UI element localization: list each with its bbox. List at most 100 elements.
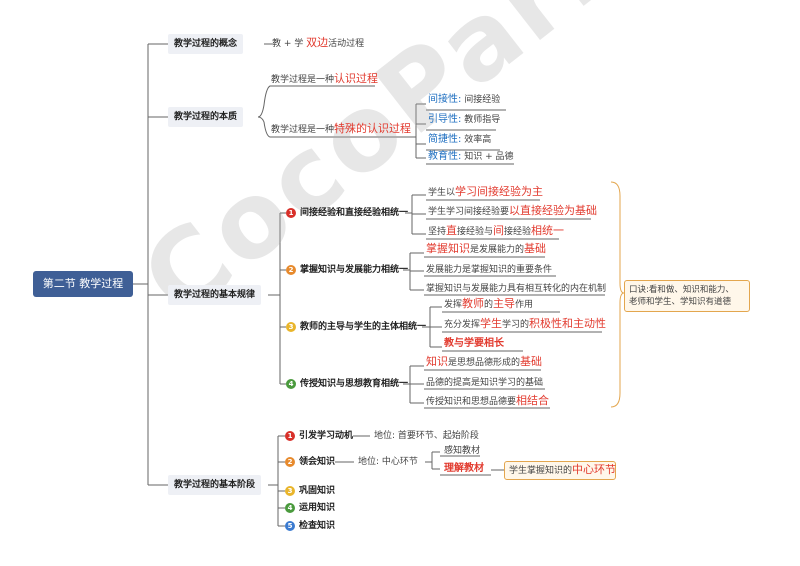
law-4-line-3: 传授知识和思想品德要相结合 bbox=[426, 395, 549, 408]
trait-educational-name: 教育性: bbox=[428, 151, 462, 162]
trait-indirect-name: 间接性: bbox=[428, 94, 462, 105]
stage-3-node[interactable]: 3 巩固知识 bbox=[285, 485, 335, 497]
law-3-line-3: 教与学要相长 bbox=[444, 338, 504, 349]
number-badge-icon: 3 bbox=[285, 485, 295, 496]
trait-educational-desc: 知识 + 品德 bbox=[464, 152, 514, 162]
law-1-line-3-e: 接经验 bbox=[504, 227, 532, 237]
law-4-node[interactable]: 4 传授知识与思想教育相统一 bbox=[286, 378, 408, 390]
essence-item-2-prefix: 教学过程是一种 bbox=[271, 125, 335, 135]
concept-highlight: 双边 bbox=[306, 36, 329, 49]
stage-3-title: 巩固知识 bbox=[299, 486, 336, 496]
law-2-line-1-b: 是发展能力的 bbox=[470, 245, 525, 255]
law-2-line-1: 掌握知识是发展能力的基础 bbox=[426, 243, 546, 256]
stage-2-callout-a: 学生掌握知识的 bbox=[509, 466, 573, 476]
law-1-line-1: 学生以学习间接经验为主 bbox=[428, 186, 543, 199]
stage-5-node[interactable]: 5 检查知识 bbox=[285, 520, 335, 532]
law-4-line-3-b: 相结合 bbox=[516, 394, 550, 407]
trait-simplicity-name: 简捷性: bbox=[428, 134, 462, 145]
concept-node[interactable]: 教学过程的概念 bbox=[168, 34, 244, 54]
law-4-line-1-b: 是思想品德形成的 bbox=[448, 358, 521, 368]
stage-5-title: 检查知识 bbox=[299, 521, 336, 531]
law-4-title: 传授知识与思想教育相统一 bbox=[300, 379, 409, 389]
law-3-line-1: 发挥教师的主导作用 bbox=[444, 298, 533, 311]
law-3-title: 教师的主导与学生的主体相统一 bbox=[300, 322, 427, 332]
essence-item-2: 教学过程是一种特殊的认识过程 bbox=[271, 123, 411, 136]
essence-item-1: 教学过程是一种认识过程 bbox=[271, 73, 378, 86]
law-1-line-2-a: 学生学习间接经验要 bbox=[428, 207, 510, 217]
stage-2-node[interactable]: 2 领会知识 bbox=[285, 456, 335, 468]
number-badge-icon: 2 bbox=[285, 456, 295, 467]
law-2-line-1-a: 掌握知识 bbox=[426, 242, 470, 255]
law-3-line-1-b: 教师 bbox=[462, 297, 485, 310]
laws-node[interactable]: 教学过程的基本规律 bbox=[168, 285, 262, 305]
stage-2-note: 地位: 中心环节 bbox=[358, 457, 418, 467]
essence-item-1-prefix: 教学过程是一种 bbox=[271, 75, 335, 85]
law-3-line-1-e: 作用 bbox=[515, 300, 534, 310]
law-2-node[interactable]: 2 掌握知识与发展能力相统一 bbox=[286, 264, 408, 276]
root-node[interactable]: 第二节 教学过程 bbox=[33, 271, 133, 297]
number-badge-icon: 5 bbox=[285, 520, 295, 531]
law-1-line-3-c: 接经验与 bbox=[457, 227, 494, 237]
trait-simplicity-desc: 效率高 bbox=[464, 135, 492, 145]
law-1-line-2-b: 以直接经验为基础 bbox=[509, 204, 598, 217]
number-badge-icon: 2 bbox=[286, 264, 296, 275]
essence-node[interactable]: 教学过程的本质 bbox=[168, 107, 244, 127]
number-badge-icon: 1 bbox=[286, 207, 296, 218]
trait-simplicity: 简捷性: 效率高 bbox=[428, 134, 491, 146]
law-3-line-2-b: 学生 bbox=[480, 317, 503, 330]
law-3-line-1-c: 的 bbox=[484, 300, 494, 310]
stages-node[interactable]: 教学过程的基本阶段 bbox=[168, 475, 262, 495]
trait-indirect-desc: 间接经验 bbox=[464, 95, 501, 105]
trait-indirect: 间接性: 间接经验 bbox=[428, 94, 500, 106]
number-badge-icon: 3 bbox=[286, 321, 296, 332]
law-3-node[interactable]: 3 教师的主导与学生的主体相统一 bbox=[286, 321, 426, 333]
essence-item-2-highlight: 特殊的认识过程 bbox=[334, 122, 412, 135]
stage-2-sub-2: 理解教材 bbox=[444, 463, 484, 474]
law-3-line-1-d: 主导 bbox=[493, 297, 516, 310]
law-3-line-2: 充分发挥学生学习的积极性和主动性 bbox=[444, 318, 606, 331]
mnemonic-line-2: 老师和学生、学知识有道德 bbox=[629, 297, 732, 307]
number-badge-icon: 4 bbox=[285, 502, 295, 513]
number-badge-icon: 4 bbox=[286, 378, 296, 389]
stage-1-note: 地位: 首要环节、起始阶段 bbox=[374, 431, 479, 441]
stage-2-title: 领会知识 bbox=[299, 457, 336, 467]
law-4-line-2: 品德的提高是知识学习的基础 bbox=[426, 378, 544, 388]
law-2-line-2: 发展能力是掌握知识的重要条件 bbox=[426, 265, 553, 275]
stage-2-sub-1: 感知教材 bbox=[444, 446, 481, 456]
stage-1-node[interactable]: 1 引发学习动机 bbox=[285, 430, 353, 442]
law-4-line-1-c: 基础 bbox=[520, 355, 543, 368]
trait-guidance-desc: 教师指导 bbox=[464, 115, 501, 125]
law-1-line-2: 学生学习间接经验要以直接经验为基础 bbox=[428, 205, 597, 218]
law-1-line-1-b: 学习间接经验为主 bbox=[455, 185, 544, 198]
law-3-line-2-c: 学习的 bbox=[502, 320, 530, 330]
law-1-line-3: 坚持直接经验与间接经验相统一 bbox=[428, 225, 564, 238]
law-1-line-3-d: 间 bbox=[493, 224, 505, 237]
trait-guidance: 引导性: 教师指导 bbox=[428, 114, 500, 126]
stage-2-callout: 学生掌握知识的中心环节 bbox=[504, 461, 616, 480]
concept-text: 教 + 学 双边活动过程 bbox=[272, 37, 364, 50]
law-3-line-1-a: 发挥 bbox=[444, 300, 463, 310]
trait-educational: 教育性: 知识 + 品德 bbox=[428, 151, 514, 163]
stage-4-node[interactable]: 4 运用知识 bbox=[285, 502, 335, 514]
law-2-title: 掌握知识与发展能力相统一 bbox=[300, 265, 409, 275]
law-1-title: 间接经验和直接经验相统一 bbox=[300, 208, 409, 218]
law-1-node[interactable]: 1 间接经验和直接经验相统一 bbox=[286, 207, 408, 219]
stage-2-callout-b: 中心环节 bbox=[572, 463, 617, 476]
law-4-line-3-a: 传授知识和思想品德要 bbox=[426, 397, 517, 407]
law-4-line-1: 知识是思想品德形成的基础 bbox=[426, 356, 542, 369]
law-1-line-3-a: 坚持 bbox=[428, 227, 447, 237]
number-badge-icon: 1 bbox=[285, 430, 295, 441]
law-1-line-3-b: 直 bbox=[446, 224, 458, 237]
essence-item-1-highlight: 认识过程 bbox=[334, 72, 379, 85]
law-2-line-1-c: 基础 bbox=[524, 242, 547, 255]
concept-prefix: 教 + 学 bbox=[272, 39, 307, 49]
stage-1-title: 引发学习动机 bbox=[299, 431, 354, 441]
law-3-line-2-d: 积极性和主动性 bbox=[529, 317, 607, 330]
law-1-line-1-a: 学生以 bbox=[428, 188, 456, 198]
law-2-line-3: 掌握知识与发展能力具有相互转化的内在机制 bbox=[426, 284, 607, 294]
stage-4-title: 运用知识 bbox=[299, 503, 336, 513]
law-1-line-3-f: 相统一 bbox=[531, 224, 565, 237]
concept-suffix: 活动过程 bbox=[328, 39, 365, 49]
mnemonic-line-1: 口诀:看和做、知识和能力、 bbox=[629, 285, 734, 295]
